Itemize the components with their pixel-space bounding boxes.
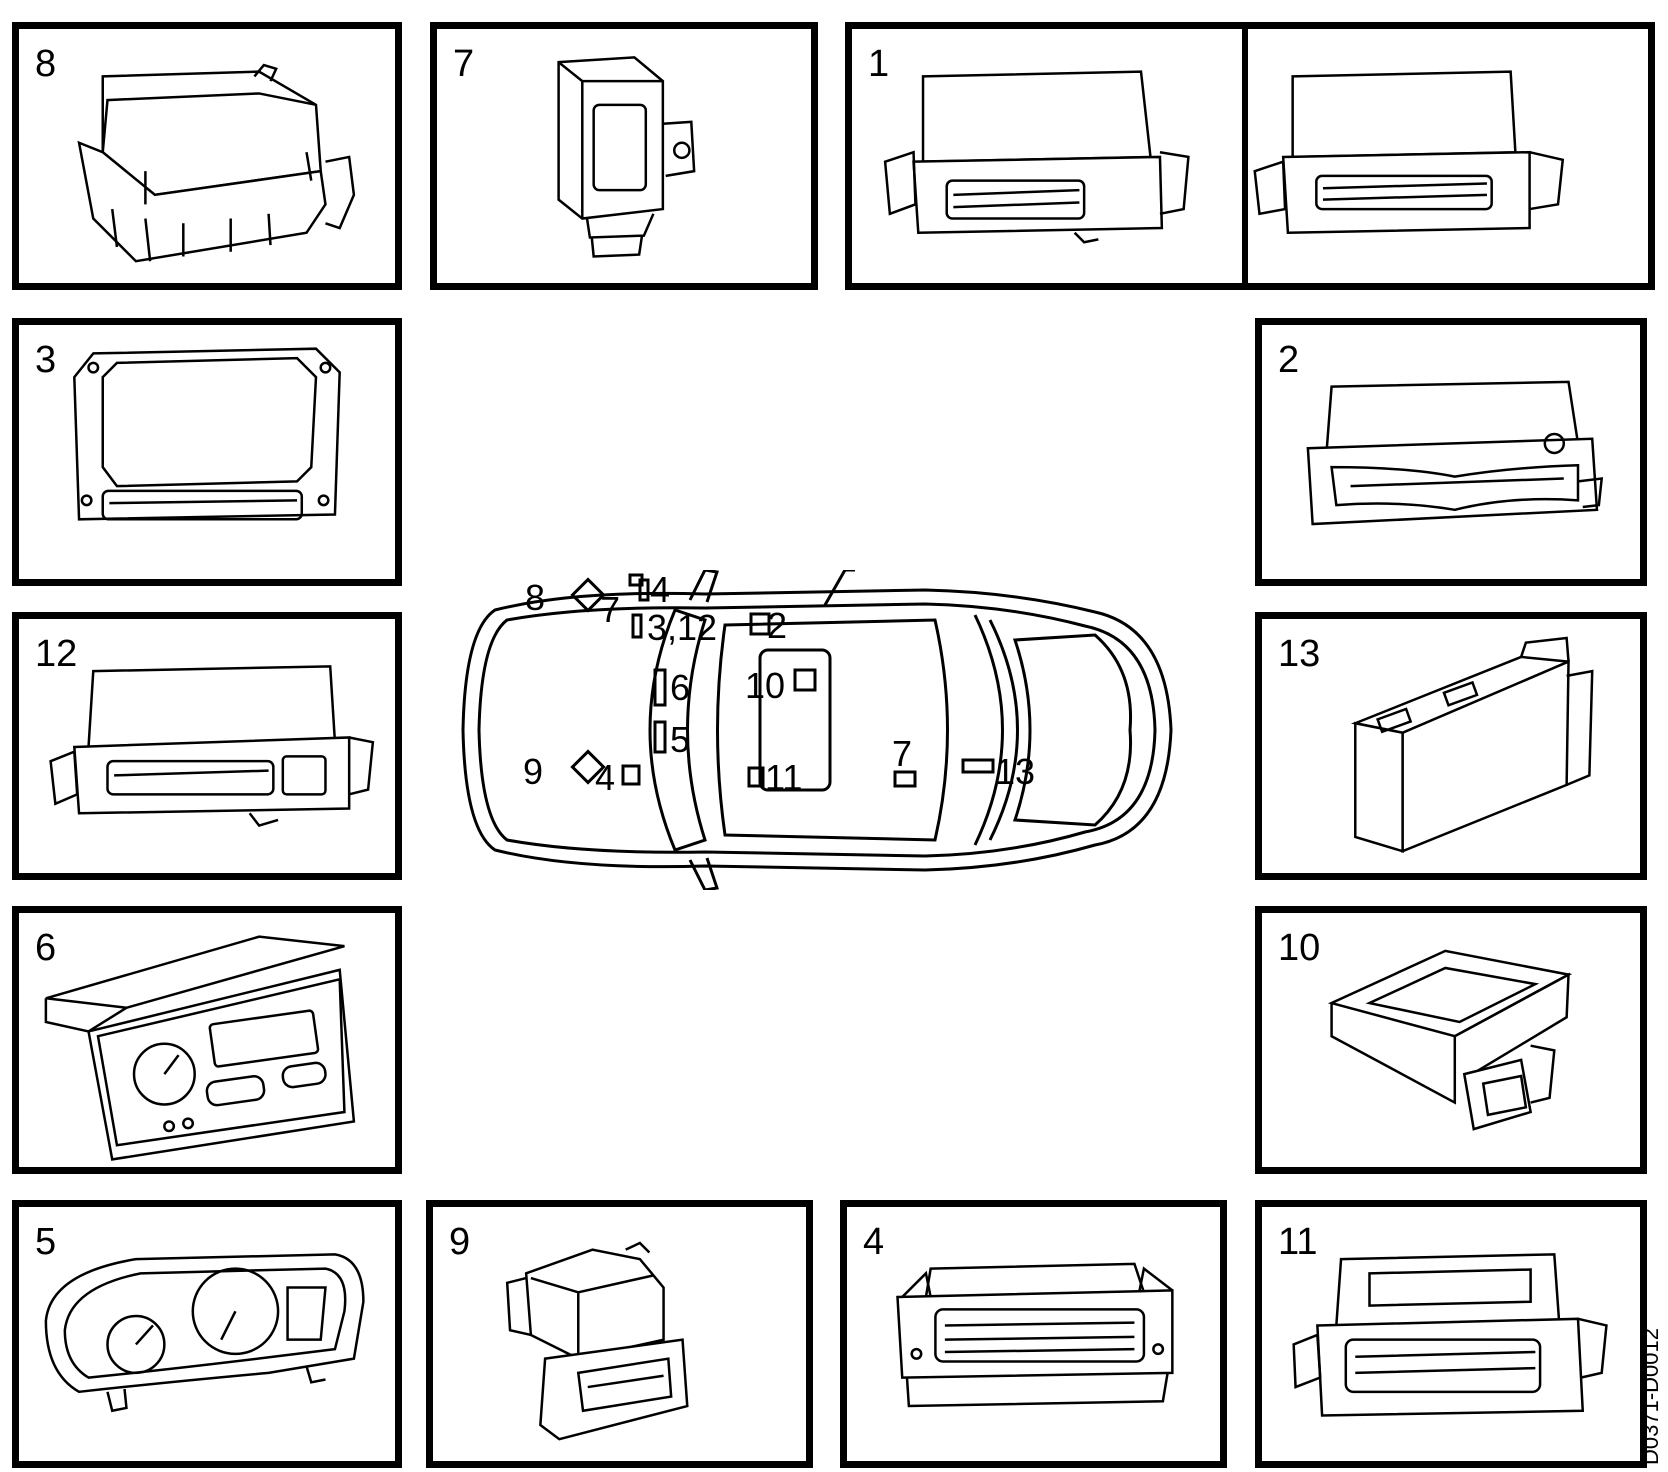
instrument-module-illustration — [19, 913, 395, 1167]
left-mirror — [688, 570, 719, 603]
car-marker-10: 10 — [745, 665, 785, 706]
panel-number: 7 — [453, 43, 475, 85]
module-panel-4: 4 — [840, 1200, 1227, 1468]
panel-number: 4 — [863, 1221, 885, 1263]
module-location-7-rear — [893, 770, 917, 788]
panel-number: 13 — [1278, 633, 1321, 675]
panel-number: 9 — [449, 1221, 471, 1263]
panel-number: 3 — [35, 339, 57, 381]
module-location-4-front — [638, 578, 650, 602]
control-module-illustration — [437, 29, 811, 283]
instrument-cluster-illustration — [19, 1207, 395, 1461]
car-marker-2: 2 — [767, 605, 787, 646]
panel-number: 1 — [868, 43, 890, 85]
right-mirror — [688, 857, 719, 890]
car-marker-8: 8 — [525, 577, 545, 618]
module-panel-7: 7 — [430, 22, 818, 290]
module-location-3-12 — [631, 613, 643, 639]
panel-number: 8 — [35, 43, 57, 85]
module-panel-11: 11 — [1255, 1200, 1647, 1468]
car-body-inner-outline — [477, 602, 1157, 858]
control-module-illustration — [847, 1207, 1220, 1461]
module-location-6 — [653, 668, 667, 707]
module-location-13 — [961, 758, 995, 774]
car-marker-11: 11 — [765, 757, 802, 798]
panel-number: 2 — [1278, 339, 1300, 381]
module-location-2 — [749, 612, 771, 636]
rear-glass-outline — [1012, 633, 1133, 827]
module-panel-12: 12 — [12, 612, 402, 880]
control-module-illustration — [1262, 325, 1640, 579]
car-marker-13: 13 — [995, 751, 1035, 792]
control-module-illustration — [852, 29, 1648, 283]
car-marker-4: 4 — [650, 570, 670, 610]
windscreen-outline — [648, 608, 707, 852]
panel-number: 11 — [1278, 1221, 1318, 1263]
module-panel-1: 1 — [845, 22, 1655, 290]
module-panel-13: 13 — [1255, 612, 1647, 880]
roof-outline — [716, 618, 949, 842]
control-module-illustration — [19, 325, 395, 579]
module-panel-2: 2 — [1255, 318, 1647, 586]
panel-number: 12 — [35, 633, 78, 675]
abs-module-illustration — [433, 1207, 806, 1461]
car-marker-3-12: 3,12 — [647, 607, 717, 648]
panel-divider — [1242, 29, 1248, 283]
sunroof-outline — [758, 648, 832, 792]
control-module-illustration — [1262, 1207, 1640, 1461]
module-location-5 — [653, 720, 667, 754]
car-marker-5: 5 — [670, 719, 690, 760]
module-location-8 — [570, 577, 606, 613]
control-module-illustration — [1262, 619, 1640, 873]
panel-number: 5 — [35, 1221, 57, 1263]
car-marker-9: 9 — [523, 751, 543, 792]
car-marker-7: 7 — [600, 589, 620, 630]
car-body-outline — [461, 588, 1173, 872]
module-panel-5: 5 — [12, 1200, 402, 1468]
module-panel-10: 10 — [1255, 906, 1647, 1174]
module-panel-3: 3 — [12, 318, 402, 586]
car-marker-7-rear: 7 — [892, 733, 912, 774]
module-panel-8: 8 — [12, 22, 402, 290]
module-location-4-rear — [621, 764, 641, 786]
car-marker-4-rear: 4 — [595, 757, 615, 798]
car-top-view-diagram: 1 8 7 4 3,12 2 10 6 5 9 4 11 7 13 — [461, 570, 1173, 890]
control-module-illustration — [1262, 913, 1640, 1167]
drawing-code: D0371-D0012 — [1638, 1328, 1663, 1465]
module-location-11 — [747, 766, 765, 788]
module-panel-6: 6 — [12, 906, 402, 1174]
car-marker-1: 1 — [600, 570, 620, 574]
module-panel-9: 9 — [426, 1200, 813, 1468]
module-location-10 — [793, 668, 817, 692]
rear-window-outline — [973, 614, 1019, 846]
panel-number: 6 — [35, 927, 57, 969]
module-location-9 — [570, 749, 606, 785]
control-module-illustration — [19, 29, 395, 283]
control-module-illustration — [19, 619, 395, 873]
car-marker-6: 6 — [670, 667, 690, 708]
panel-number: 10 — [1278, 927, 1321, 969]
